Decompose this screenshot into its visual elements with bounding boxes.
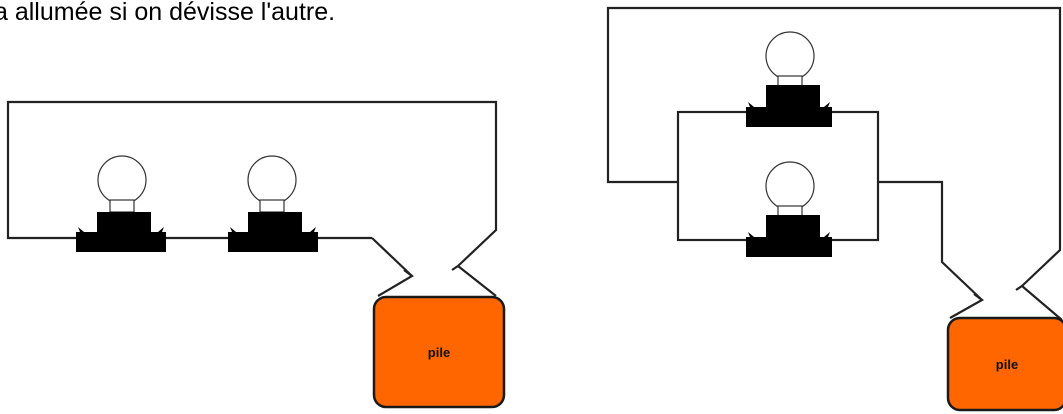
bulb-1-socket <box>76 212 166 252</box>
bulb-3 <box>746 31 832 127</box>
bulb-2-socket <box>228 212 318 252</box>
bulb-4-neck <box>777 205 803 217</box>
bulb-2-glass <box>247 155 297 205</box>
series-wire-top <box>6 100 498 267</box>
bulb-3-neck <box>777 75 803 87</box>
parallel-terminal-left <box>949 293 985 319</box>
bulb-1 <box>76 155 166 252</box>
series-terminal-right <box>451 264 497 297</box>
bulb-3-glass <box>765 31 815 81</box>
parallel-circuit: pile <box>606 6 1063 412</box>
parallel-wire-battery-left <box>878 180 983 301</box>
series-circuit: pile <box>6 100 506 409</box>
series-battery: pile <box>372 295 506 409</box>
bulb-4-socket <box>746 215 832 257</box>
bulb-2 <box>228 155 318 252</box>
series-battery-body <box>372 295 506 409</box>
series-terminal-left <box>377 269 414 297</box>
parallel-battery-body <box>946 316 1063 412</box>
bulb-1-neck <box>109 199 135 213</box>
parallel-wire-outer <box>606 6 1062 287</box>
series-battery-label: pile <box>428 345 450 360</box>
bulb-4-glass <box>765 161 815 211</box>
parallel-battery: pile <box>946 316 1063 412</box>
bulb-2-neck <box>259 199 285 213</box>
caption-text: a allumée si on dévisse l'autre. <box>0 0 336 26</box>
bulb-1-glass <box>97 155 147 205</box>
bulb-4 <box>746 161 832 257</box>
parallel-terminal-right <box>1015 284 1063 321</box>
parallel-battery-label: pile <box>996 357 1018 372</box>
bulb-3-socket <box>746 85 832 127</box>
